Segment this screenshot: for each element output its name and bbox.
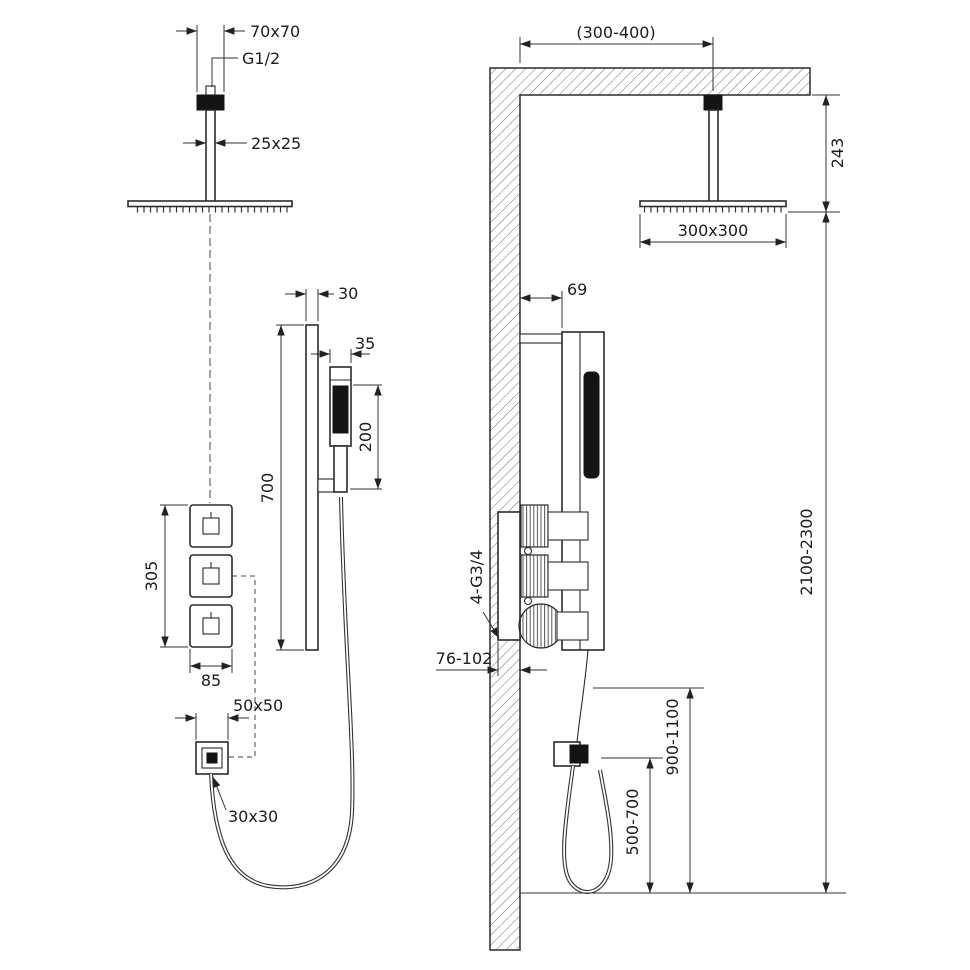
dim-text-arm: 25x25 <box>251 134 301 153</box>
dim-head-size: 300x300 <box>639 214 787 248</box>
ceiling-plate <box>196 94 225 111</box>
dim-text-handshower-width: 35 <box>355 334 375 353</box>
dim-text-bar-length: 700 <box>258 473 277 504</box>
dim-bar-offset: 69 <box>520 280 587 328</box>
valve-knob-3 <box>202 617 220 635</box>
rain-head-left <box>127 200 293 213</box>
valve-trim-3 <box>556 611 589 641</box>
dim-valve-width: 85 <box>189 649 233 690</box>
dim-text-outlet-height: 900-1100 <box>663 698 682 775</box>
dim-bar-length: 700 <box>258 324 304 651</box>
outlet-body <box>569 744 589 764</box>
hose-right <box>562 765 614 894</box>
dim-text-ceiling-plate: 70x70 <box>250 22 300 41</box>
hand-shower-side <box>583 371 600 479</box>
outlet-core <box>206 752 218 764</box>
head-plate <box>639 200 787 208</box>
dim-handshower-height: 500-700 <box>601 757 663 893</box>
shower-arm <box>708 109 719 203</box>
head-plate <box>127 200 293 208</box>
dim-handshower-width: 35 <box>311 334 375 363</box>
dim-ceiling-offset: (300-400) <box>519 23 714 91</box>
hand-shower-left <box>329 366 352 493</box>
label-connections: 4-G3/4 <box>467 550 500 639</box>
screw-1 <box>523 546 533 556</box>
hose-inner <box>210 496 354 889</box>
dim-head-height: 2100-2300 <box>797 212 830 893</box>
dim-text-recess-depth: 76-102 <box>436 649 493 668</box>
slide-bar <box>305 324 319 651</box>
label-text-connections: 4-G3/4 <box>467 550 486 605</box>
leader-line <box>482 611 500 639</box>
valve-knob-2 <box>202 567 220 585</box>
ceiling-plate <box>703 94 723 111</box>
head-nozzles <box>132 206 288 213</box>
dim-text-outlet-plate: 50x50 <box>233 696 283 715</box>
dim-text-handshower-length: 200 <box>356 422 375 453</box>
valve-to-outlet-connector <box>228 575 256 758</box>
dim-text-head-size: 300x300 <box>678 221 749 240</box>
label-text-thread: G1/2 <box>242 49 280 68</box>
dim-valve-group-height: 305 <box>142 504 188 648</box>
valve-knob-2 <box>520 554 549 598</box>
label-thread: G1/2 <box>211 49 280 87</box>
dim-text-outlet: 30x30 <box>228 807 278 826</box>
outlet-elbow-right <box>553 741 589 767</box>
screw-2 <box>523 596 533 606</box>
rough-in-body <box>497 511 521 641</box>
slide-bar-right <box>519 331 605 651</box>
outlet-elbow-left <box>195 741 229 775</box>
dim-recess-depth: 76-102 <box>436 642 547 676</box>
supply-drop-line <box>576 649 589 743</box>
thermostatic-valves-left <box>189 504 233 648</box>
wall-bracket <box>519 333 563 344</box>
dim-bar-depth: 30 <box>285 284 358 321</box>
valve-knob-1 <box>520 504 549 548</box>
left-view: 70x70 G1/2 25x25 30 35 <box>127 22 382 890</box>
dim-arm-drop: 243 <box>788 94 847 213</box>
dim-text-valve-group-height: 305 <box>142 561 161 592</box>
dim-text-bar-depth: 30 <box>338 284 358 303</box>
thread-connector <box>205 85 216 96</box>
slider-bracket <box>317 478 335 493</box>
valve-knob-1 <box>202 517 220 535</box>
dim-text-bar-offset: 69 <box>567 280 587 299</box>
hand-shower-face <box>332 385 349 434</box>
dim-text-ceiling-offset: (300-400) <box>576 23 655 42</box>
dim-text-valve-width: 85 <box>201 671 221 690</box>
slide-bar-left <box>305 324 335 651</box>
shower-arm <box>205 109 216 203</box>
dim-arm: 25x25 <box>183 134 301 153</box>
right-view: (300-400) 243 300x300 69 4-G3/4 <box>436 23 847 951</box>
wall-ceiling-section <box>489 67 811 951</box>
leader-line <box>211 57 238 87</box>
hand-shower-handle <box>333 445 348 493</box>
dim-text-head-height: 2100-2300 <box>797 508 816 595</box>
dim-outlet-plate: 50x50 <box>175 696 283 740</box>
valve-trim-2 <box>547 561 589 591</box>
head-nozzles <box>644 206 782 213</box>
label-outlet: 30x30 <box>212 776 278 826</box>
rain-head-right <box>639 200 787 213</box>
valve-knob-3 <box>518 603 564 649</box>
hose-left <box>209 496 355 890</box>
valve-trim-1 <box>547 511 589 541</box>
hose-inner <box>563 765 613 893</box>
dim-text-arm-drop: 243 <box>828 138 847 169</box>
dim-outlet-height: 900-1100 <box>593 687 704 893</box>
dim-handshower-length: 200 <box>350 384 382 490</box>
leader-line <box>212 776 227 811</box>
valve-assembly-right <box>497 504 589 649</box>
dim-text-handshower-height: 500-700 <box>623 789 642 856</box>
